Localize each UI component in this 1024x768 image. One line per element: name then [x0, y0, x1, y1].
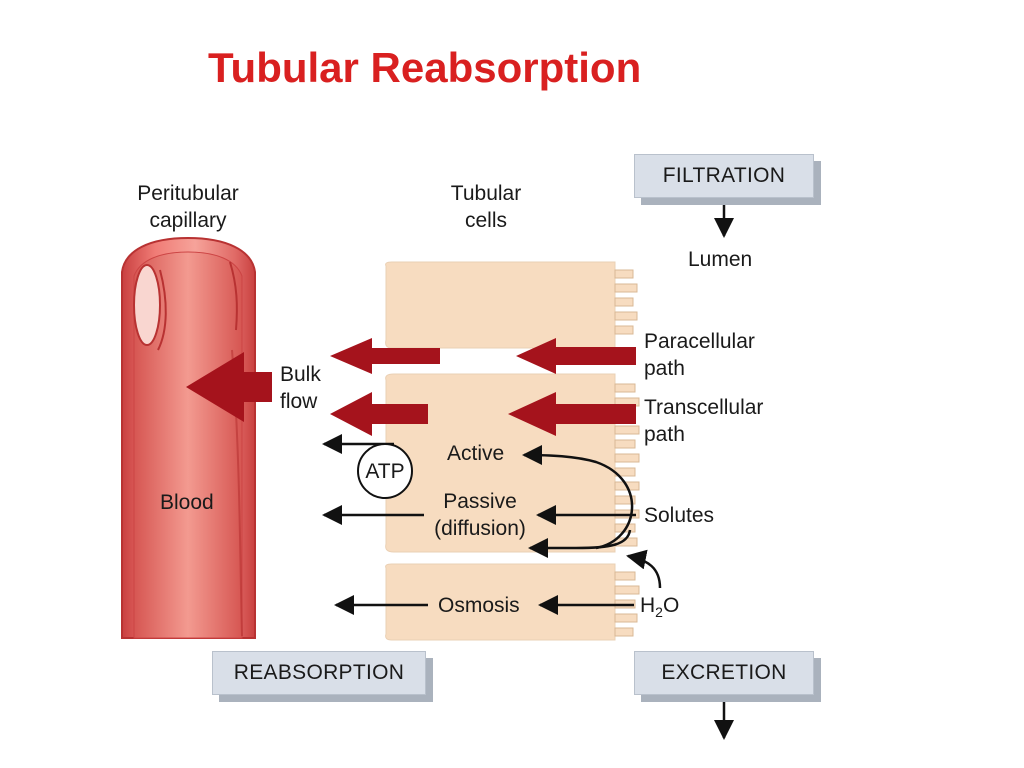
h2o-curve-arrow [626, 549, 662, 589]
active-label: Active [447, 442, 505, 465]
passive-diffusion-label: Passive (diffusion) [434, 490, 526, 540]
blood-label: Blood [160, 491, 214, 514]
transcellular-arrow-left [330, 392, 428, 436]
h2o-label: H2O [640, 594, 680, 621]
solutes-lower-arrow [528, 529, 632, 558]
microvilli [614, 269, 640, 637]
paracellular-arrow-right [516, 338, 636, 374]
bulk-flow-label: Bulk flow [280, 363, 321, 413]
excretion-box: EXCRETION [634, 651, 814, 695]
paracellular-arrow-left [330, 338, 440, 374]
transcellular-path-label: Transcellular path [644, 396, 764, 446]
atp-label: ATP [365, 460, 405, 483]
osmosis-label: Osmosis [438, 594, 520, 617]
peritubular-capillary [121, 236, 256, 639]
reabsorption-box: REABSORPTION [212, 651, 426, 695]
transcellular-arrow-right [508, 392, 636, 436]
atp-circle [357, 443, 413, 499]
peritubular-capillary-label: Peritubular capillary [137, 182, 239, 232]
tubular-cells-label: Tubular cells [450, 182, 522, 232]
paracellular-path-label: Paracellular path [644, 330, 755, 380]
page-title: Tubular Reabsorption [208, 44, 642, 91]
solutes-to-active-arrow [522, 445, 634, 550]
bulk-flow-arrows [186, 338, 636, 436]
solutes-label: Solutes [644, 504, 715, 527]
lumen-label: Lumen [688, 248, 753, 271]
filtration-box: FILTRATION [634, 154, 814, 198]
bulk-flow-big-arrow [186, 352, 272, 422]
